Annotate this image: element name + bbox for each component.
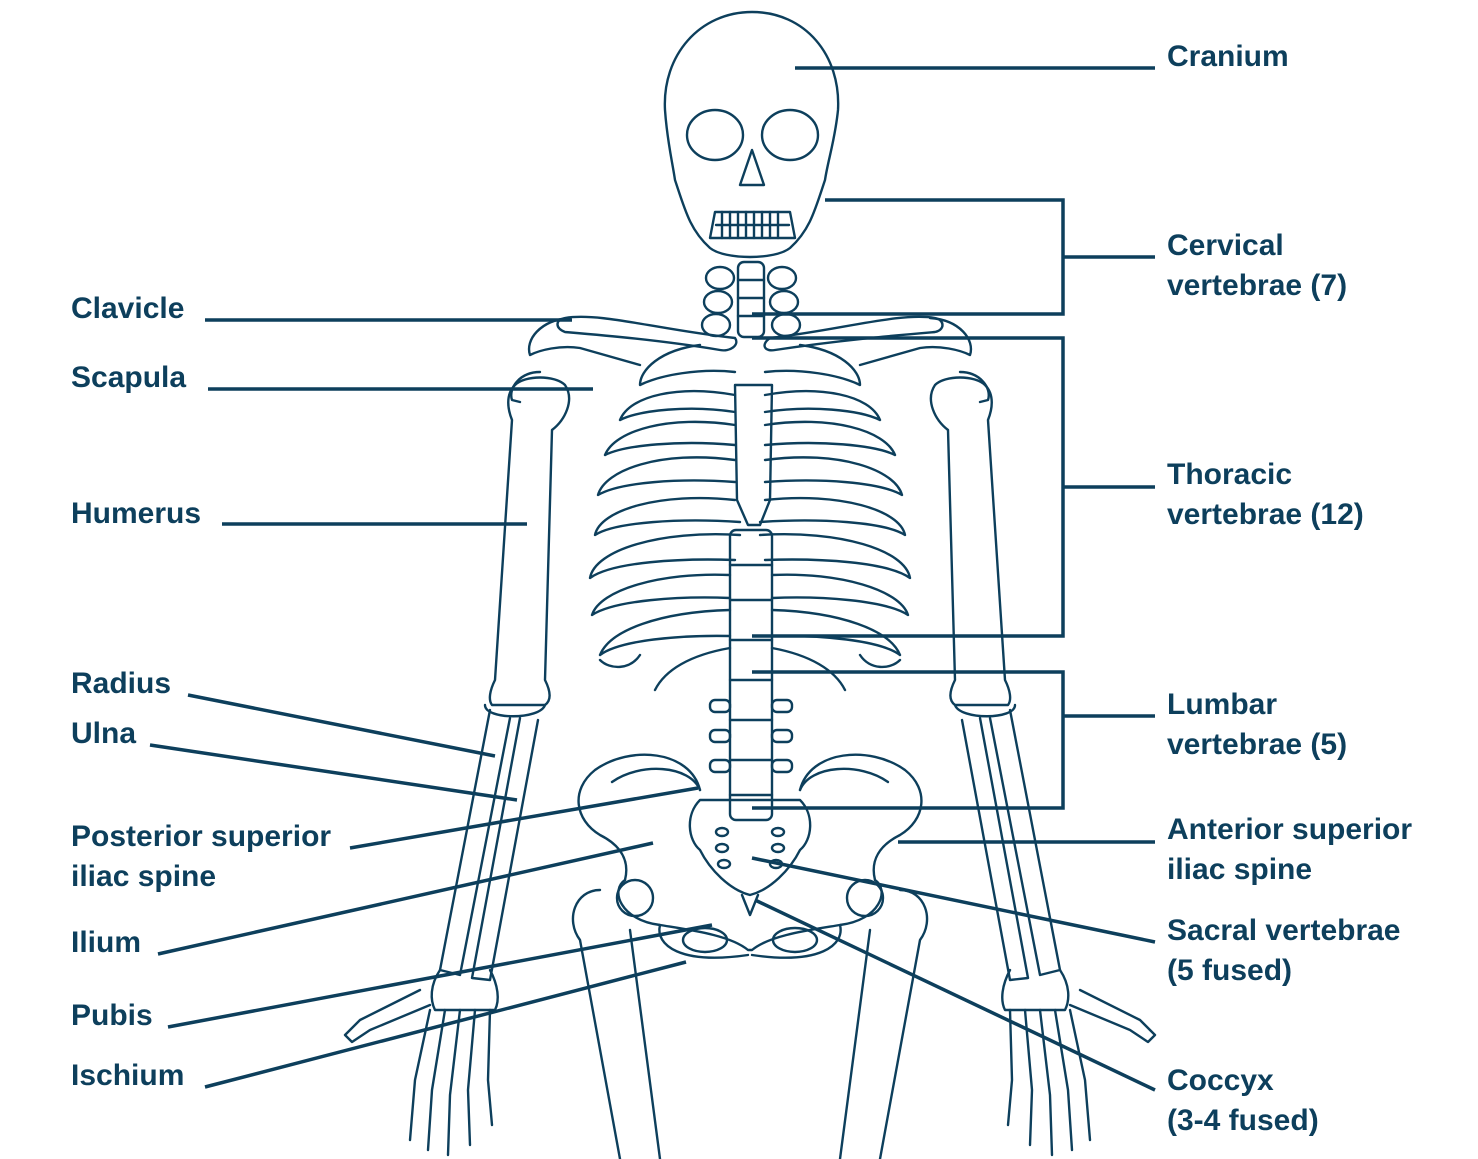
label-asis-line1: Anterior superior (1167, 813, 1413, 846)
skull (663, 10, 840, 259)
leader-sacral (751, 856, 1156, 944)
leader-ulna (149, 743, 518, 802)
spine (700, 260, 802, 822)
label-psis-line1: Posterior superior (71, 820, 332, 853)
label-clavicle: Clavicle (71, 292, 185, 325)
pelvis (577, 753, 923, 959)
label-humerus: Humerus (71, 497, 202, 530)
label-ischium: Ischium (71, 1059, 185, 1092)
right-arm (929, 376, 1062, 982)
leader-ischium (204, 960, 687, 1089)
label-cranium: Cranium (1167, 40, 1289, 73)
label-sacral-line2: (5 fused) (1167, 954, 1293, 987)
label-lumbar-line1: Lumbar (1167, 688, 1278, 721)
label-ulna: Ulna (71, 717, 137, 750)
label-thoracic-line1: Thoracic (1167, 458, 1293, 491)
bracket-cervical (752, 198, 1065, 316)
left-arm (438, 376, 571, 982)
femurs (571, 878, 929, 1159)
label-scapula: Scapula (71, 361, 187, 394)
leader-radius (187, 693, 496, 758)
left-hand (343, 968, 499, 1157)
label-ilium: Ilium (71, 926, 142, 959)
leader-ilium (157, 841, 654, 956)
label-lumbar-line2: vertebrae (5) (1167, 728, 1348, 761)
label-cervical-line1: Cervical (1167, 229, 1284, 262)
label-coccyx-line2: (3-4 fused) (1167, 1104, 1319, 1137)
leader-coccyx (754, 898, 1156, 1092)
right-hand (1001, 968, 1157, 1157)
bracket-lumbar (752, 670, 1065, 810)
label-pubis: Pubis (71, 999, 153, 1032)
bracket-thoracic (752, 336, 1065, 638)
leader-lines (149, 66, 1156, 1092)
label-coccyx-line1: Coccyx (1167, 1064, 1274, 1097)
skeleton-illustration (343, 10, 1157, 1159)
label-asis-line2: iliac spine (1167, 853, 1313, 886)
leader-pubis (167, 923, 713, 1029)
label-cervical-line2: vertebrae (7) (1167, 269, 1348, 302)
label-radius: Radius (71, 667, 172, 700)
label-psis-line2: iliac spine (71, 860, 217, 893)
rib-cage (588, 343, 912, 692)
leader-psis (349, 786, 699, 850)
label-sacral-line1: Sacral vertebrae (1167, 914, 1401, 947)
label-thoracic-line2: vertebrae (12) (1167, 498, 1364, 531)
